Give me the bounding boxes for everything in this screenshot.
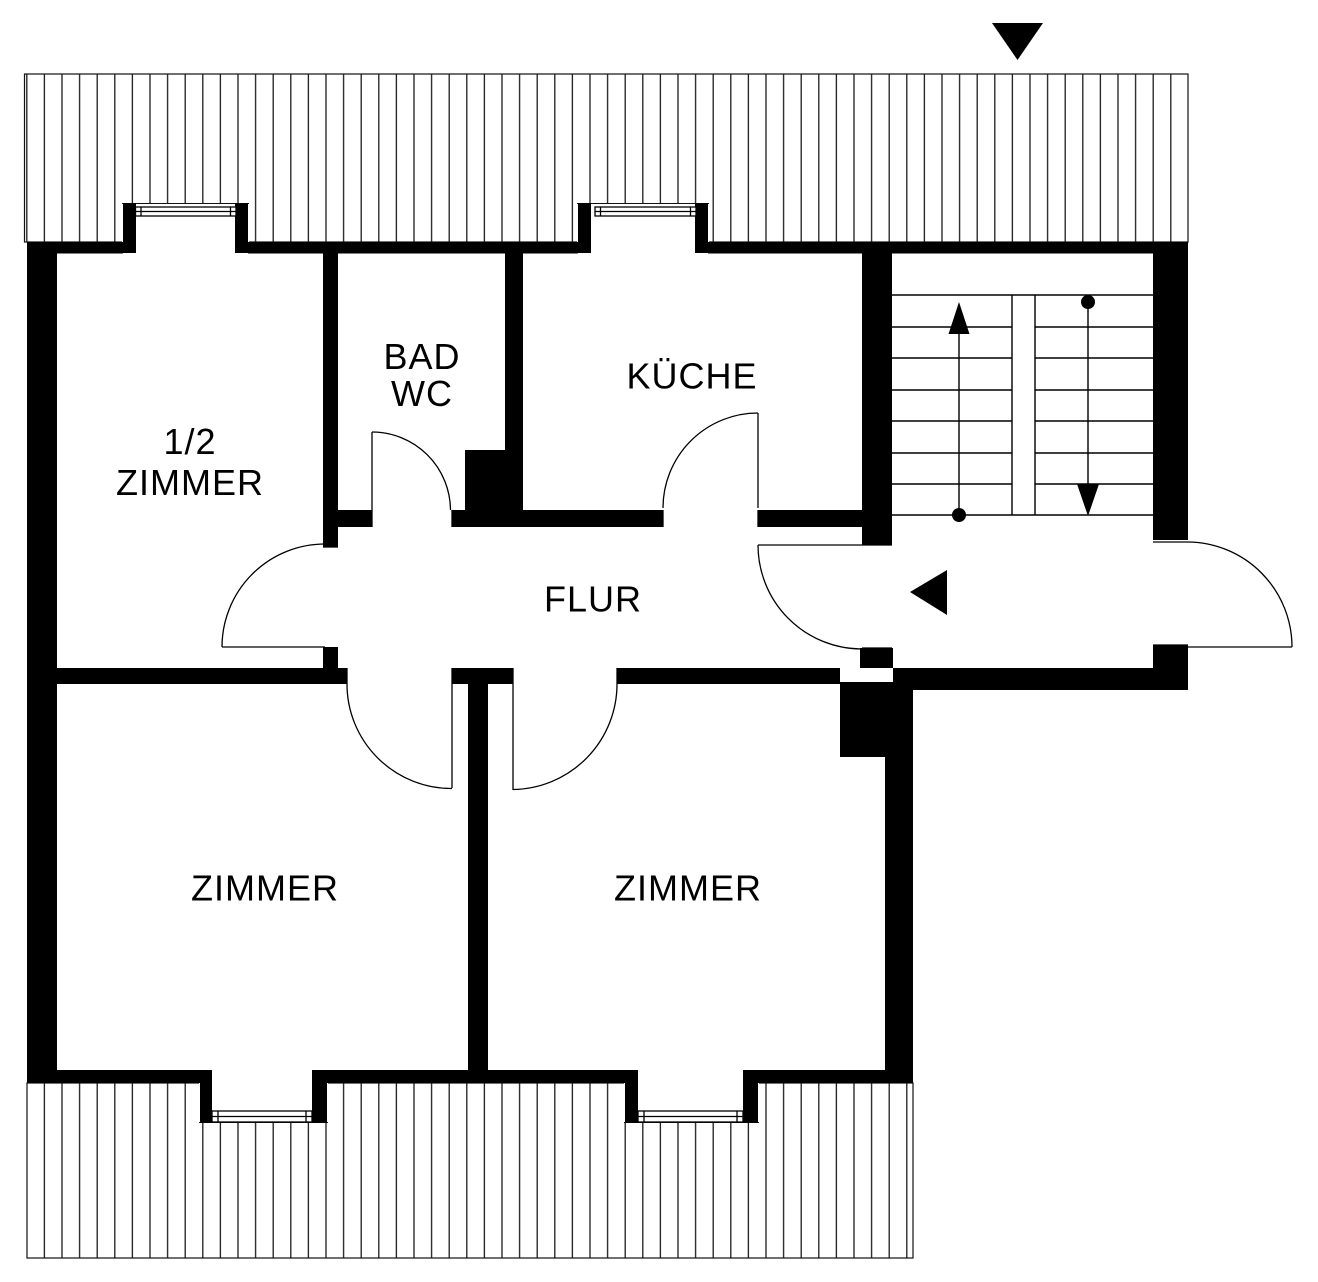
label-half-zimmer-line1: 1/2 [163, 420, 217, 462]
roof-hatch-top [23, 73, 1189, 243]
window-zimmer-right [637, 1110, 744, 1123]
window-jamb [578, 203, 591, 253]
wall-top-1 [27, 242, 123, 254]
wall-bottom-1 [27, 1070, 200, 1083]
window-zimmer-left [211, 1110, 313, 1123]
roof-hatch-bottom [26, 1082, 914, 1259]
wall-top-3 [708, 242, 1188, 254]
wall-left [27, 242, 57, 1083]
wall-flur-bottom-2 [452, 668, 513, 684]
stair-up-arrow [948, 302, 970, 334]
doors [221, 412, 1293, 791]
wall-stair-left [862, 253, 892, 545]
wall-top-2 [248, 242, 578, 254]
window-jamb [123, 203, 136, 253]
stair-start-dot [952, 508, 966, 522]
stair-start-dot [1081, 295, 1095, 309]
staircase [892, 294, 1153, 516]
wall-zimmer-divider [468, 684, 488, 1070]
windows [134, 206, 744, 1123]
window-jamb [743, 1070, 758, 1123]
window-jamb [200, 1070, 212, 1123]
door-kueche [662, 412, 759, 527]
wall-right-lower [885, 757, 913, 1083]
walls [27, 203, 1188, 1123]
label-zimmer-left-line: ZIMMER [191, 867, 339, 909]
wall-landing-bottom [893, 668, 1188, 690]
window-half-zimmer [134, 206, 237, 217]
label-zimmer-right-line: ZIMMER [614, 867, 762, 909]
flat-entrance-arrow [910, 570, 947, 615]
wall-stair-right-lower [1153, 645, 1188, 670]
label-half-zimmer: 1/2 ZIMMER [116, 421, 264, 503]
label-flur-line: FLUR [543, 578, 643, 620]
stair-down-arrow [1077, 484, 1099, 516]
label-half-zimmer-line2: ZIMMER [116, 461, 264, 503]
door-half-zimmer [221, 543, 338, 648]
window-jamb [695, 203, 708, 253]
wall-kueche-bottom [758, 510, 862, 527]
chimney-block [840, 682, 913, 757]
door-flat-entrance [757, 544, 892, 650]
label-zimmer-right: ZIMMER [614, 868, 762, 909]
wall-bottom-3 [758, 1070, 913, 1083]
wall-bad-bottom-1 [338, 510, 372, 527]
wall-flur-bottom-1 [57, 668, 347, 684]
door-bad-wc [371, 431, 453, 527]
label-flur: FLUR [544, 579, 642, 620]
entry-direction-marker [992, 23, 1043, 60]
wall-bad-kueche [505, 253, 523, 450]
wall-halfzimmer-stub [323, 647, 338, 684]
wall-halfzimmer-right [323, 253, 338, 547]
staircase-markers [948, 295, 1099, 522]
wall-bad-bottom-2 [452, 510, 663, 527]
window-jamb [235, 203, 248, 253]
wall-flur-bottom-3 [617, 668, 840, 684]
door-zimmer-left [346, 668, 453, 790]
room-areas [57, 253, 1153, 1070]
door-landing-exterior [1153, 541, 1293, 648]
label-bad-line: BAD [383, 336, 461, 377]
label-bad-wc: BAD WC [383, 338, 460, 412]
label-zimmer-left: ZIMMER [191, 868, 339, 909]
label-kueche-line: KÜCHE [626, 355, 758, 397]
window-jamb [312, 1070, 327, 1123]
label-kueche: KÜCHE [626, 356, 757, 397]
window-jamb [625, 1070, 638, 1123]
window-kueche [594, 206, 697, 217]
label-wc-line: WC [391, 373, 453, 414]
door-zimmer-right [512, 668, 618, 791]
wall-pillar [465, 450, 523, 510]
stairwell-area [892, 253, 1153, 668]
wall-bottom-2 [327, 1070, 625, 1083]
direction-markers [910, 23, 1043, 615]
wall-stair-right-upper [1153, 253, 1188, 540]
wall-entrance-post [860, 648, 893, 668]
